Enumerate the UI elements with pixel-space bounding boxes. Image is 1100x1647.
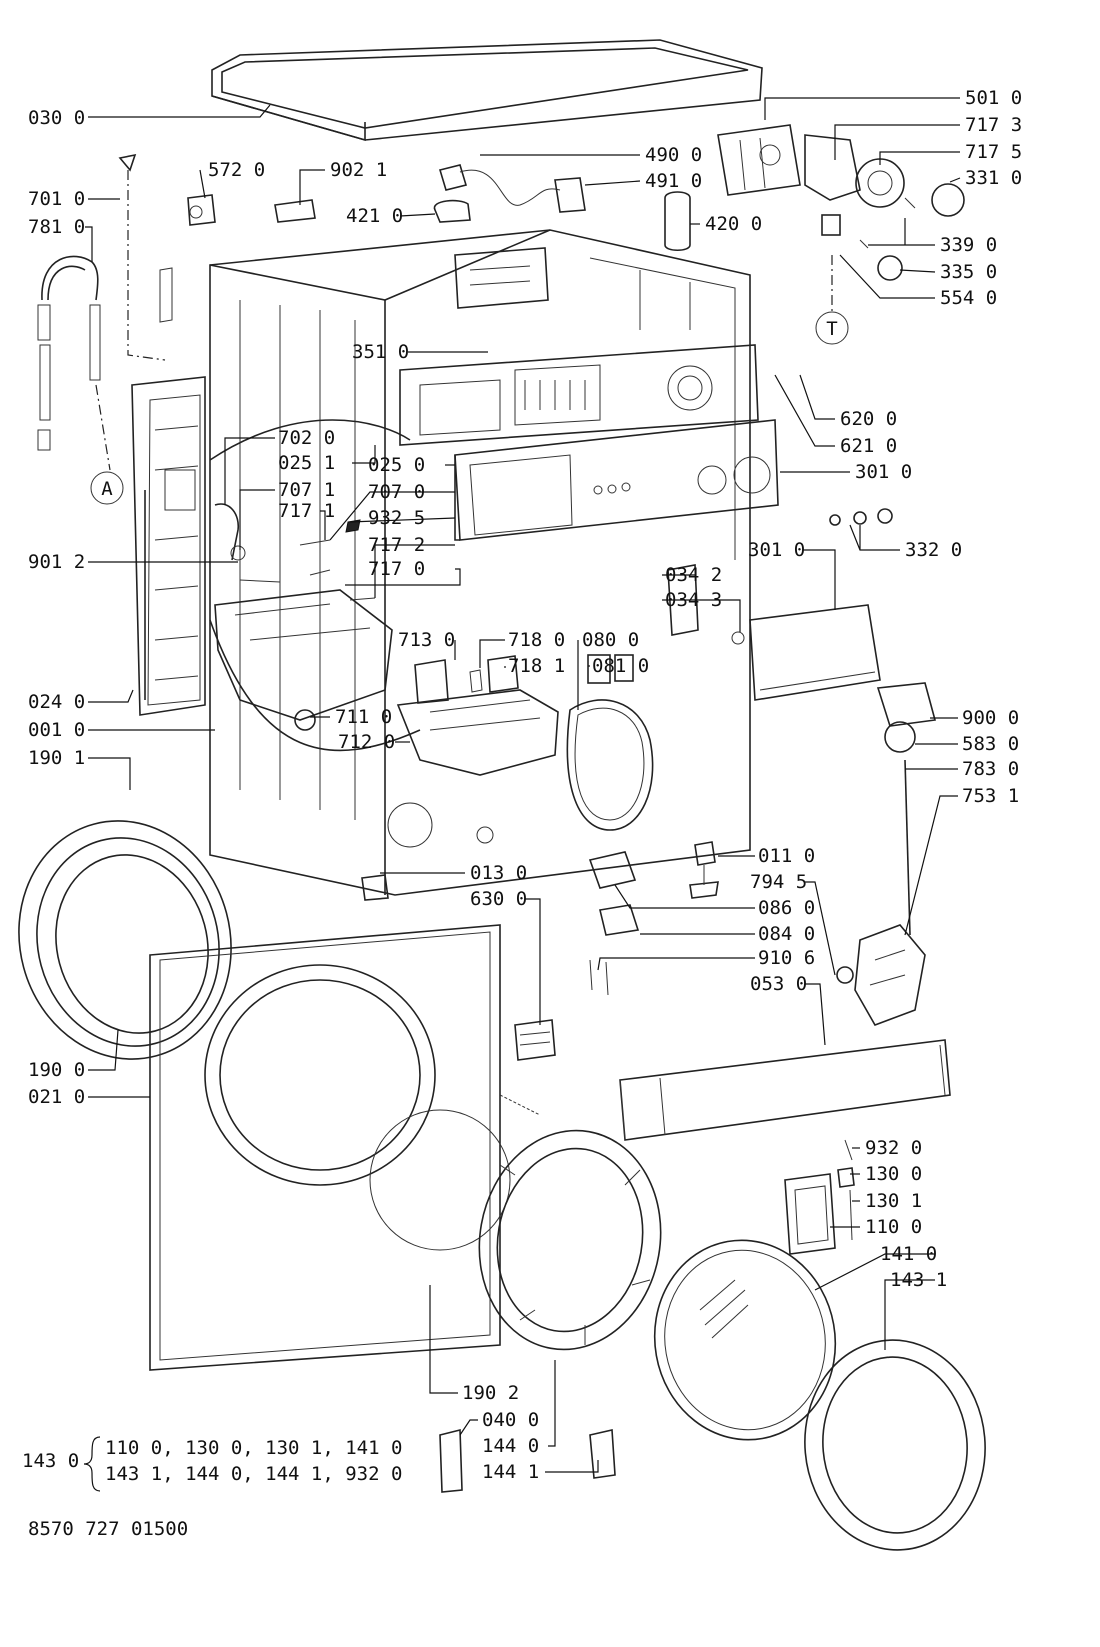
part-label: 190 0: [28, 1059, 85, 1081]
electronic-module-part: [664, 124, 965, 281]
part-label: 011 0: [758, 845, 815, 867]
svg-text:A: A: [101, 478, 113, 500]
door-handle-part: [784, 1139, 855, 1255]
part-label: 707 1: [278, 479, 335, 501]
part-number-labels: 030 0 501 0 717 3 717 5 331 0 572 0 902 …: [28, 87, 1022, 1483]
part-label: 491 0: [645, 170, 702, 192]
part-label: 040 0: [482, 1409, 539, 1431]
part-label: 081 0: [592, 655, 649, 677]
part-label: 190 2: [462, 1382, 519, 1404]
part-label: 900 0: [962, 707, 1019, 729]
control-panel-part: [399, 344, 779, 541]
part-label: 420 0: [705, 213, 762, 235]
part-label: 583 0: [962, 733, 1019, 755]
part-label: 717 0: [368, 558, 425, 580]
part-label: 144 0: [482, 1435, 539, 1457]
callout-marker-t: T: [815, 255, 849, 345]
part-label: 331 0: [965, 167, 1022, 189]
part-label: 086 0: [758, 897, 815, 919]
part-label: 130 1: [865, 1190, 922, 1212]
group-members-line-1: 110 0, 130 0, 130 1, 141 0: [105, 1437, 402, 1459]
part-label: 025 0: [368, 454, 425, 476]
part-label: 013 0: [470, 862, 527, 884]
part-label: 572 0: [208, 159, 265, 181]
part-label: 490 0: [645, 144, 702, 166]
part-label: 717 3: [965, 114, 1022, 136]
drawing-number: 8570 727 01500: [28, 1518, 188, 1540]
cabinet-body-part: [209, 229, 751, 896]
part-label: 753 1: [962, 785, 1019, 807]
part-label: 932 5: [368, 507, 425, 529]
seal-ring-part: [566, 564, 745, 831]
part-label: 030 0: [28, 107, 85, 129]
part-label: 718 1: [508, 655, 565, 677]
part-label: 025 1: [278, 452, 335, 474]
part-label: 110 0: [865, 1216, 922, 1238]
front-trim-part: [749, 508, 893, 701]
front-panel-part: [149, 924, 541, 1371]
part-label: 620 0: [840, 408, 897, 430]
part-label: 910 6: [758, 947, 815, 969]
part-label: 554 0: [940, 287, 997, 309]
part-label: 143 1: [890, 1269, 947, 1291]
part-label: 781 0: [28, 216, 85, 238]
part-label: 717 1: [278, 500, 335, 522]
part-label: 080 0: [582, 629, 639, 651]
part-label: 141 0: [880, 1243, 937, 1265]
part-label: 783 0: [962, 758, 1019, 780]
top-cover-part: [211, 39, 763, 142]
svg-text:T: T: [826, 318, 837, 340]
part-label: 501 0: [965, 87, 1022, 109]
door-lock-part: [514, 1019, 556, 1061]
part-label: 339 0: [940, 234, 997, 256]
door-frame-part: [439, 1129, 662, 1493]
part-label: 711 0: [335, 706, 392, 728]
door-glass-part: [653, 1239, 986, 1551]
part-label: 717 5: [965, 141, 1022, 163]
assembly-group-note: 143 0 110 0, 130 0, 130 1, 141 0 143 1, …: [22, 1436, 402, 1492]
part-label: 053 0: [750, 973, 807, 995]
part-label: 932 0: [865, 1137, 922, 1159]
part-label: 190 1: [28, 747, 85, 769]
pressure-switch-part: [854, 682, 937, 1026]
part-label: 335 0: [940, 261, 997, 283]
part-label: 301 0: [748, 539, 805, 561]
part-label: 024 0: [28, 691, 85, 713]
leader-lines: [85, 97, 961, 1473]
inlet-hose-part: [37, 153, 173, 471]
part-label: 001 0: [28, 719, 85, 741]
dispenser-housing-part: [214, 589, 559, 776]
part-label: 332 0: [905, 539, 962, 561]
rear-panel-part: [131, 376, 206, 716]
part-label: 702 0: [278, 427, 335, 449]
group-part-number: 143 0: [22, 1450, 79, 1472]
part-label: 021 0: [28, 1086, 85, 1108]
part-label: 034 3: [665, 589, 722, 611]
part-label: 144 1: [482, 1461, 539, 1483]
small-hose-part: [214, 503, 376, 601]
part-label: 902 1: [330, 159, 387, 181]
part-label: 717 2: [368, 534, 425, 556]
group-members-line-2: 143 1, 144 0, 144 1, 932 0: [105, 1463, 402, 1485]
part-label: 130 0: [865, 1163, 922, 1185]
kickplate-part: [619, 1039, 951, 1141]
part-label: 421 0: [346, 205, 403, 227]
door-gasket-part: [18, 820, 232, 1060]
part-label: 084 0: [758, 923, 815, 945]
part-label: 621 0: [840, 435, 897, 457]
feet-and-clips-part: [361, 841, 854, 996]
part-label: 034 2: [665, 564, 722, 586]
callout-marker-a: A: [90, 471, 124, 505]
part-label: 901 2: [28, 551, 85, 573]
part-label: 718 0: [508, 629, 565, 651]
part-label: 707 0: [368, 481, 425, 503]
part-label: 712 0: [338, 731, 395, 753]
part-label: 701 0: [28, 188, 85, 210]
part-label: 630 0: [470, 888, 527, 910]
part-label: 301 0: [855, 461, 912, 483]
part-label: 351 0: [352, 341, 409, 363]
part-label: 713 0: [398, 629, 455, 651]
part-label: 794 5: [750, 871, 807, 893]
